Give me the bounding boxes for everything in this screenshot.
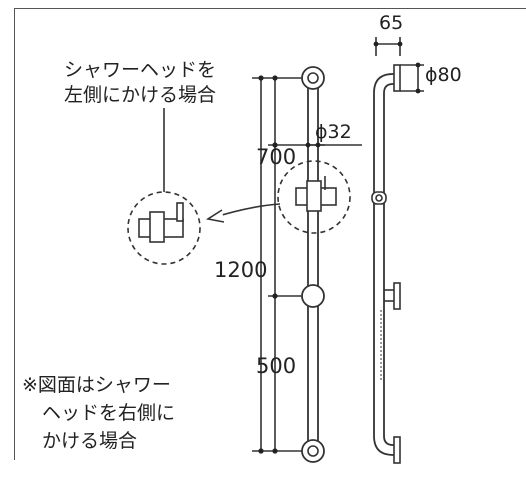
dot-500-bottom [272, 448, 278, 454]
side-bar-top-bend-outer [373, 73, 397, 94]
dot-700-bottom [272, 142, 278, 148]
dot-500-top [272, 293, 278, 299]
bottom-flange-inner [307, 445, 319, 457]
side-bar-top-bend-inner [383, 83, 397, 94]
side-bar-bottom-bend-inner [383, 435, 397, 446]
side-middle-flange [393, 282, 401, 310]
side-holder-knob [375, 194, 383, 202]
footnote-line1: ※図面はシャワー [22, 374, 171, 396]
left-hand-detail-circle [127, 191, 201, 265]
side-top-flange [393, 64, 401, 92]
dot-phi80-bottom [415, 88, 421, 94]
left-holder-hook [176, 202, 184, 222]
left-side-note-line1: シャワーヘッドを [64, 59, 217, 81]
frame-left-line [14, 8, 15, 460]
dot-65-left [373, 41, 379, 47]
side-bottom-flange [393, 436, 401, 464]
footnote-line2: ヘッドを右側に [42, 402, 176, 424]
holder-detail-circle [277, 160, 351, 234]
dimension-phi80: ϕ80 [425, 64, 462, 86]
dimension-65: 65 [379, 12, 404, 34]
dimension-500: 500 [256, 354, 297, 378]
top-flange-inner [307, 72, 319, 84]
footnote-line3: かける場合 [42, 430, 138, 452]
holder-clamp [306, 180, 322, 212]
dot-phi80-top [415, 62, 421, 68]
top-flange [301, 66, 325, 90]
left-side-note: シャワーヘッドを 左側にかける場合 [64, 58, 216, 108]
curved-arrow-head [205, 209, 225, 223]
side-bar-bottom-bend-outer [373, 435, 397, 456]
dot-phi32-left [305, 142, 311, 148]
dimension-1200: 1200 [214, 258, 268, 282]
dot-700-top [272, 75, 278, 81]
bottom-flange [301, 439, 325, 463]
left-holder-clamp [149, 211, 165, 243]
dot-1200-top [258, 75, 264, 81]
dot-phi32-right [315, 142, 321, 148]
side-holder-ring [371, 191, 387, 205]
dimension-700: 700 [256, 145, 297, 169]
drawing-footnote: ※図面はシャワー ヘッドを右側に かける場合 [22, 371, 175, 455]
dot-1200-bottom [258, 448, 264, 454]
frame-top-line [14, 8, 526, 9]
dot-65-right [397, 41, 403, 47]
dimension-phi32: ϕ32 [315, 121, 352, 143]
left-side-note-line2: 左側にかける場合 [64, 84, 217, 106]
middle-flange [301, 284, 325, 308]
